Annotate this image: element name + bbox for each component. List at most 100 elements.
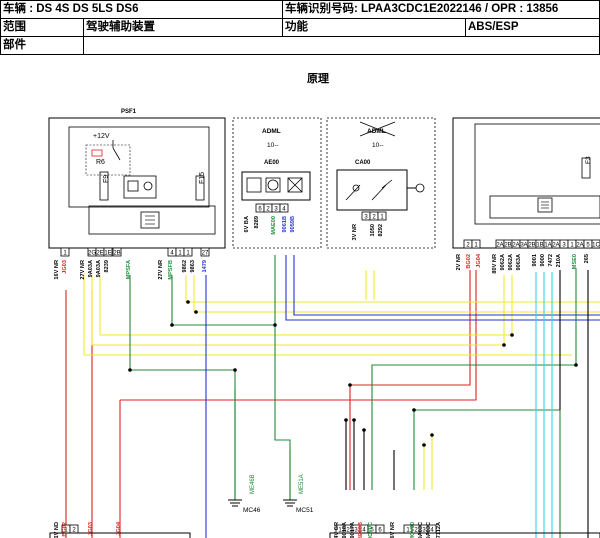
- psf1-label: PSF1: [121, 109, 137, 115]
- bottom-right-wire-label: BE00B: [358, 522, 364, 538]
- ae00-pin-box: [279, 203, 289, 213]
- page-title: 原理: [307, 73, 329, 85]
- right-pin-label: 2A: [576, 243, 583, 249]
- function-label: 功能: [282, 18, 466, 37]
- junction-dot: [430, 433, 434, 437]
- bottom-right-wire-label: 9A03C: [426, 522, 432, 538]
- bottom-left-wire-label: JG03: [88, 522, 94, 536]
- psf1-wire-label: MPSFA: [126, 260, 132, 279]
- bottom-left-pin-label: 2: [72, 528, 76, 534]
- psf1-wire-label: JG03: [62, 260, 68, 274]
- right-pin-label: 5: [586, 243, 590, 249]
- psf1-wire-label: 9A03A: [88, 260, 94, 277]
- ae00-adml: ADML: [262, 128, 281, 135]
- junction-dot: [273, 323, 277, 327]
- ae00-wire-label: 8289: [254, 216, 260, 228]
- bottom-left-wire-label: 1V ND: [54, 522, 60, 538]
- wire-green: [414, 409, 561, 538]
- psf1-fuse-a: F9: [103, 175, 110, 183]
- junction-dot: [412, 408, 416, 412]
- junction-dot: [194, 310, 198, 314]
- psf1-wire-label: 27V NR: [158, 260, 164, 280]
- psf1-wire-label: 9862: [182, 260, 188, 272]
- header-table: 车辆 : DS 4S DS 5LS DS6 车辆识别号码: LPAA3CDC1E…: [0, 0, 600, 55]
- psf1-pin-box: [112, 247, 122, 257]
- right-pin-box: [471, 239, 481, 249]
- ae00-pin-label: 3: [274, 207, 278, 213]
- ground-mc51: MC51 ME51A: [283, 450, 314, 514]
- bottom-left-connector: [49, 532, 191, 538]
- ground-mc46: MC46 ME46B: [228, 390, 261, 514]
- right-pin-label: 1: [570, 243, 574, 249]
- ae00-label: AE00: [264, 160, 280, 166]
- mc51-label: MC51: [296, 507, 314, 514]
- bottom-right-wire-label: MCV00: [410, 522, 416, 538]
- right-wire-label: 9001: [532, 254, 538, 266]
- psf1-pin-label: 1E: [104, 251, 111, 257]
- wire-red: [349, 270, 471, 490]
- psf1-module: PSF1 +12V R6 F9 F15: [48, 109, 226, 249]
- junction-dot: [233, 368, 237, 372]
- right-fuse: F3: [585, 156, 592, 164]
- psf1-pin-label: 2E: [96, 251, 103, 257]
- psf1-fuse-b: F15: [199, 172, 206, 184]
- psf1-relay: R6: [96, 159, 105, 166]
- wire-green: [371, 268, 577, 490]
- right-wire-label: 9062A: [500, 254, 506, 270]
- right-pin-label: 3A: [520, 243, 527, 249]
- ae00-pin-label: 2: [266, 207, 270, 213]
- psf1-wire-label: MPSFB: [168, 260, 174, 280]
- ca00-pin-label: 2: [372, 215, 376, 221]
- psf1-wire-label: 16V NR: [54, 260, 60, 280]
- psf1-voltage: +12V: [93, 133, 110, 140]
- wire-yellow: [185, 275, 600, 303]
- mc46-label: MC46: [243, 507, 261, 514]
- bottom-right-a-pin-label: 2: [346, 528, 350, 534]
- junction-dot: [186, 300, 190, 304]
- ae00-code: 10--: [267, 142, 279, 149]
- right-pin-label: 2: [466, 243, 470, 249]
- junction-dot: [348, 383, 352, 387]
- ca00-pin-box: [377, 211, 387, 221]
- part-label: 部件: [0, 36, 84, 55]
- right-wire-label: 9000: [540, 254, 546, 266]
- bottom-right-b-pin-label: 4: [430, 528, 434, 534]
- junction-dot: [574, 363, 578, 367]
- right-wire-label: 2V NR: [456, 254, 462, 270]
- psf1-pin-box: [200, 247, 210, 257]
- wire-yellow: [83, 275, 572, 356]
- right-pin-label: 1C: [592, 243, 600, 249]
- psf1-pin-label: 1: [178, 251, 182, 257]
- right-pin-label: 2A: [512, 243, 519, 249]
- right-pin-label: 1A: [544, 243, 551, 249]
- ca00-module: ADML 10-- CA00: [326, 117, 436, 249]
- bottom-left-wire-label: BG02: [62, 522, 68, 537]
- psf1-pin-label: 1: [63, 251, 67, 257]
- psf1-wire-label: 1479: [202, 260, 208, 272]
- bottom-right-a-pin-label: 4: [362, 528, 366, 534]
- ae00-module: ADML 10-- AE00: [232, 117, 322, 249]
- psf1-pin-label: 1: [186, 251, 190, 257]
- ca00-wire-label: 1050: [370, 224, 376, 236]
- right-pin-label: 2A: [496, 243, 503, 249]
- bottom-right-b-pin-label: 2: [414, 528, 418, 534]
- bottom-right-a-pin-label: 6: [378, 528, 382, 534]
- junction-dot: [352, 418, 356, 422]
- psf1-wire-label: 8239: [104, 260, 110, 272]
- right-wire-label: 7472: [548, 254, 554, 266]
- bottom-right-wire-label: MCV0C: [368, 522, 374, 538]
- ae00-wire-label: MAE00: [271, 216, 277, 235]
- part-value: [83, 36, 600, 55]
- wires: [65, 255, 600, 538]
- junction-dot: [422, 443, 426, 447]
- right-pin-box: [591, 239, 600, 249]
- bottom-right-connector: [329, 532, 600, 538]
- bottom-right-b-pin-label: 3: [422, 528, 426, 534]
- right-wire-label: 210A: [556, 254, 562, 267]
- right-pin-label: 1B: [536, 243, 543, 249]
- right-pin-label: 3: [562, 243, 566, 249]
- psf1-pin-box: [60, 247, 70, 257]
- psf1-pin-box: [103, 247, 113, 257]
